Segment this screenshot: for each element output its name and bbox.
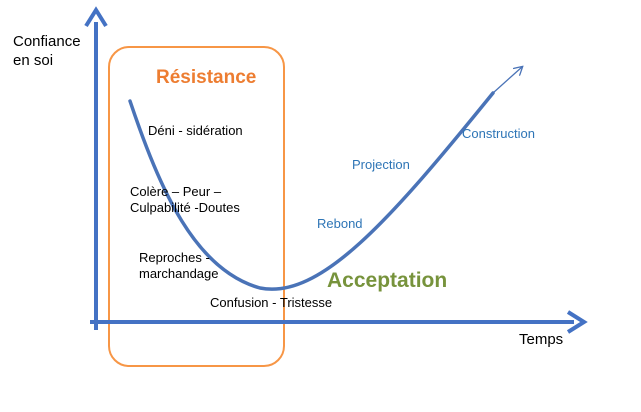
stage-reproches: Reproches - marchandage [139, 250, 219, 282]
stage-deni: Déni - sidération [148, 123, 243, 138]
stage-rebond: Rebond [317, 216, 363, 231]
stage-construction: Construction [462, 126, 535, 141]
y-axis [84, 6, 108, 330]
stage-projection: Projection [352, 157, 410, 172]
y-axis-label: Confiance en soi [13, 33, 81, 69]
resistance-title: Résistance [156, 67, 257, 88]
resistance-zone [108, 46, 285, 367]
stage-confusion: Confusion - Tristesse [210, 295, 333, 310]
acceptance-label: Acceptation [327, 269, 448, 292]
stage-colere: Colère – Peur – Culpabilité -Doutes [130, 184, 240, 216]
change-curve [128, 91, 495, 291]
x-axis [90, 310, 588, 334]
x-axis-label: Temps [519, 331, 564, 348]
curve-arrow [492, 67, 522, 94]
